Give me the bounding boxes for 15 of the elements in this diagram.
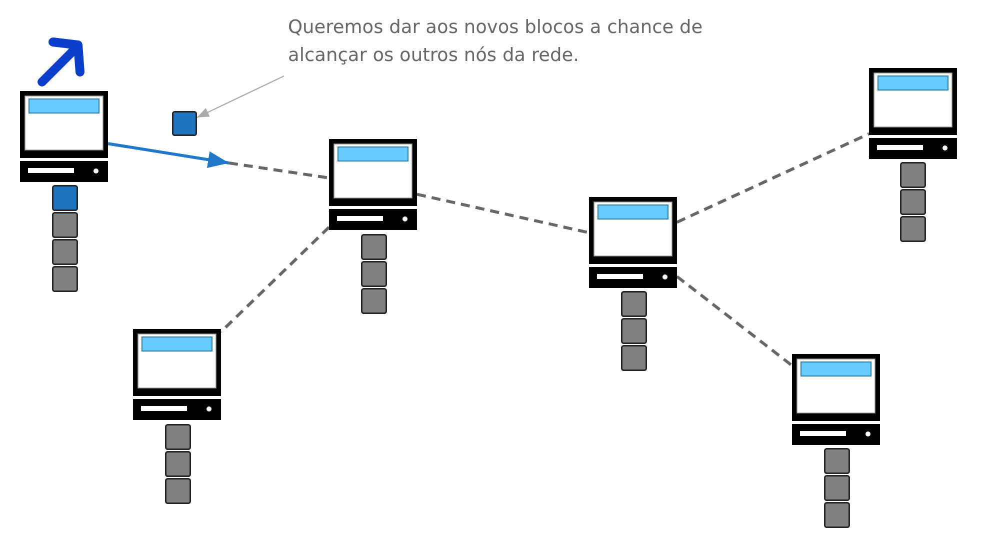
computer-icon [869, 68, 957, 159]
computer-icon [329, 139, 417, 230]
computer-icon [589, 197, 677, 288]
dashed-line [416, 192, 590, 234]
computer-icon [20, 91, 108, 182]
dashed-line [676, 275, 793, 367]
dashed-line [228, 162, 330, 180]
dashed-line [676, 132, 870, 224]
computer-icon [792, 354, 880, 445]
leader-line [196, 75, 284, 118]
annotation-text: Queremos dar aos novos blocos a chance de alcançar os outros nós da rede. [288, 14, 718, 70]
arrow [108, 142, 230, 168]
dashed-line [220, 226, 330, 333]
computer-icon [133, 329, 221, 420]
block-icon [172, 111, 197, 136]
